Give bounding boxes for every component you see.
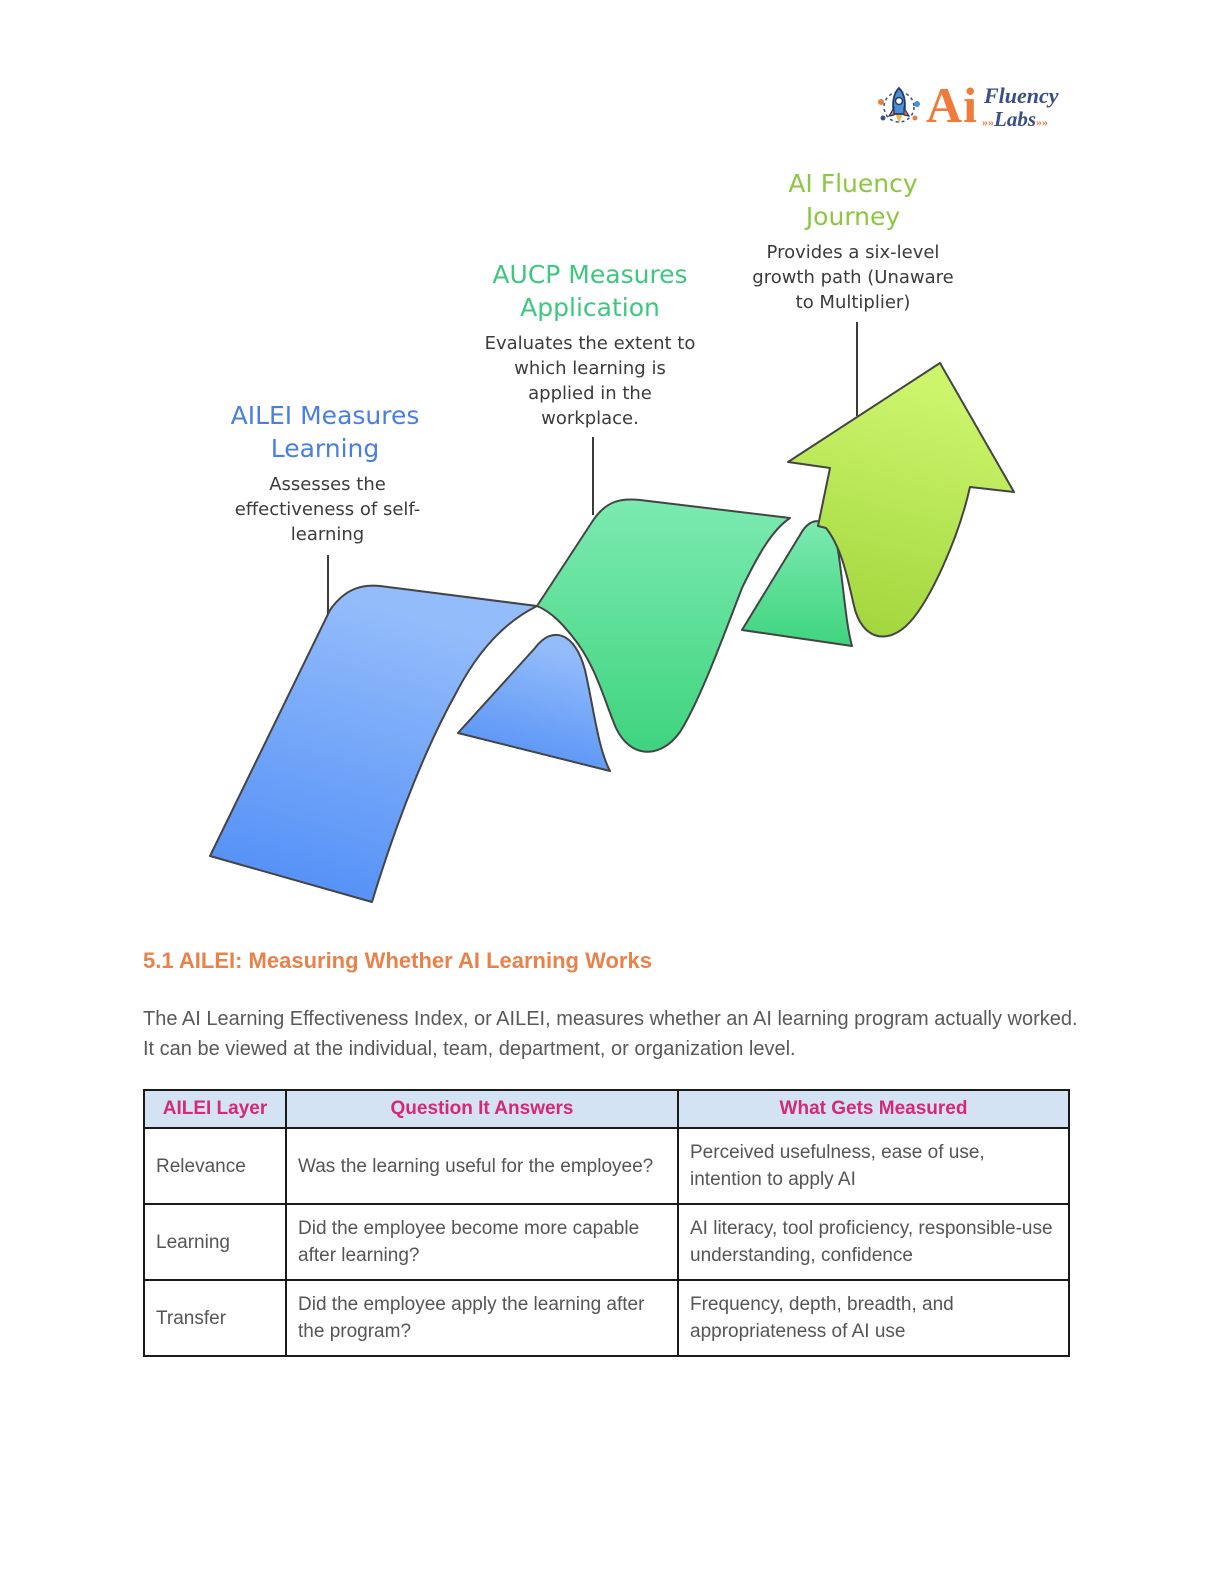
column-header: What Gets Measured bbox=[677, 1089, 1070, 1129]
blue-back-flap bbox=[457, 633, 611, 772]
stage-description-ailei: Assesses the effectiveness of self- lear… bbox=[215, 472, 440, 547]
green-wave bbox=[536, 498, 791, 753]
ai-fluency-labs-logo: Ai Fluency »»Labs»» bbox=[874, 77, 1074, 136]
table-cell-measured: Frequency, depth, breadth, and appropria… bbox=[677, 1279, 1070, 1357]
table-cell-layer: Transfer bbox=[143, 1279, 287, 1357]
description-line: to Multiplier) bbox=[795, 292, 911, 313]
description-line: growth path (Unaware bbox=[752, 267, 954, 288]
stage-title-line: Application bbox=[520, 293, 660, 322]
description-line: Provides a six-level bbox=[766, 242, 940, 263]
column-header: AILEI Layer bbox=[143, 1089, 287, 1129]
logo-ai-mark: Ai bbox=[926, 77, 978, 133]
description-line: Evaluates the extent to bbox=[484, 333, 696, 354]
table-cell-measured: AI literacy, tool proficiency, responsib… bbox=[677, 1203, 1070, 1281]
table-row: Learning Did the employee become more ca… bbox=[143, 1203, 1070, 1281]
stage-title-line: Learning bbox=[270, 434, 380, 463]
table-cell-measured: Perceived usefulness, ease of use, inten… bbox=[677, 1127, 1070, 1205]
description-line: workplace. bbox=[541, 408, 639, 429]
description-line: Assesses the bbox=[269, 474, 386, 495]
table-row: Relevance Was the learning useful for th… bbox=[143, 1127, 1070, 1205]
stage-description-aucp: Evaluates the extent to which learning i… bbox=[470, 331, 710, 431]
wave-arrow-graphic bbox=[209, 322, 1015, 903]
section-heading: 5.1 AILEI: Measuring Whether AI Learning… bbox=[143, 948, 652, 973]
logo-labs-text: Labs bbox=[994, 107, 1036, 131]
description-line: applied in the bbox=[528, 383, 652, 404]
stage-title-line: Journey bbox=[805, 202, 901, 231]
lime-arrow bbox=[787, 362, 1015, 638]
table-cell-layer: Learning bbox=[143, 1203, 287, 1281]
stage-description-journey: Provides a six-level growth path (Unawar… bbox=[738, 240, 968, 315]
ailei-layers-table: AILEI Layer Question It Answers What Get… bbox=[143, 1089, 1070, 1357]
table-cell-layer: Relevance bbox=[143, 1127, 287, 1205]
intro-paragraph: The AI Learning Effectiveness Index, or … bbox=[143, 1008, 1078, 1060]
logo-word-fluency: Fluency bbox=[984, 83, 1059, 108]
stage-title-journey: AI Fluency Journey bbox=[738, 167, 968, 233]
stage-title-ailei: AILEI Measures Learning bbox=[200, 399, 450, 465]
description-line: learning bbox=[290, 524, 365, 545]
stage-title-line: AI Fluency bbox=[788, 169, 918, 198]
logo-chevrons: »» bbox=[982, 115, 994, 129]
stage-title-aucp: AUCP Measures Application bbox=[460, 258, 720, 324]
stage-title-line: AILEI Measures bbox=[230, 401, 420, 430]
table-row: Transfer Did the employee apply the lear… bbox=[143, 1279, 1070, 1357]
table-cell-question: Was the learning useful for the employee… bbox=[285, 1127, 679, 1205]
stage-title-line: AUCP Measures bbox=[492, 260, 688, 289]
table-cell-question: Did the employee apply the learning afte… bbox=[285, 1279, 679, 1357]
blue-wave bbox=[209, 584, 538, 903]
table-header-row: AILEI Layer Question It Answers What Get… bbox=[143, 1089, 1070, 1129]
column-header: Question It Answers bbox=[285, 1089, 679, 1129]
logo-chevrons: »» bbox=[1036, 115, 1048, 129]
description-line: effectiveness of self- bbox=[234, 499, 421, 520]
table-cell-question: Did the employee become more capable aft… bbox=[285, 1203, 679, 1281]
progression-diagram: AILEI Measures Learning Assesses the eff… bbox=[200, 167, 1015, 903]
logo-word-labs: »»Labs»» bbox=[982, 107, 1048, 134]
rocket-icon bbox=[878, 86, 920, 124]
description-line: which learning is bbox=[514, 358, 666, 379]
